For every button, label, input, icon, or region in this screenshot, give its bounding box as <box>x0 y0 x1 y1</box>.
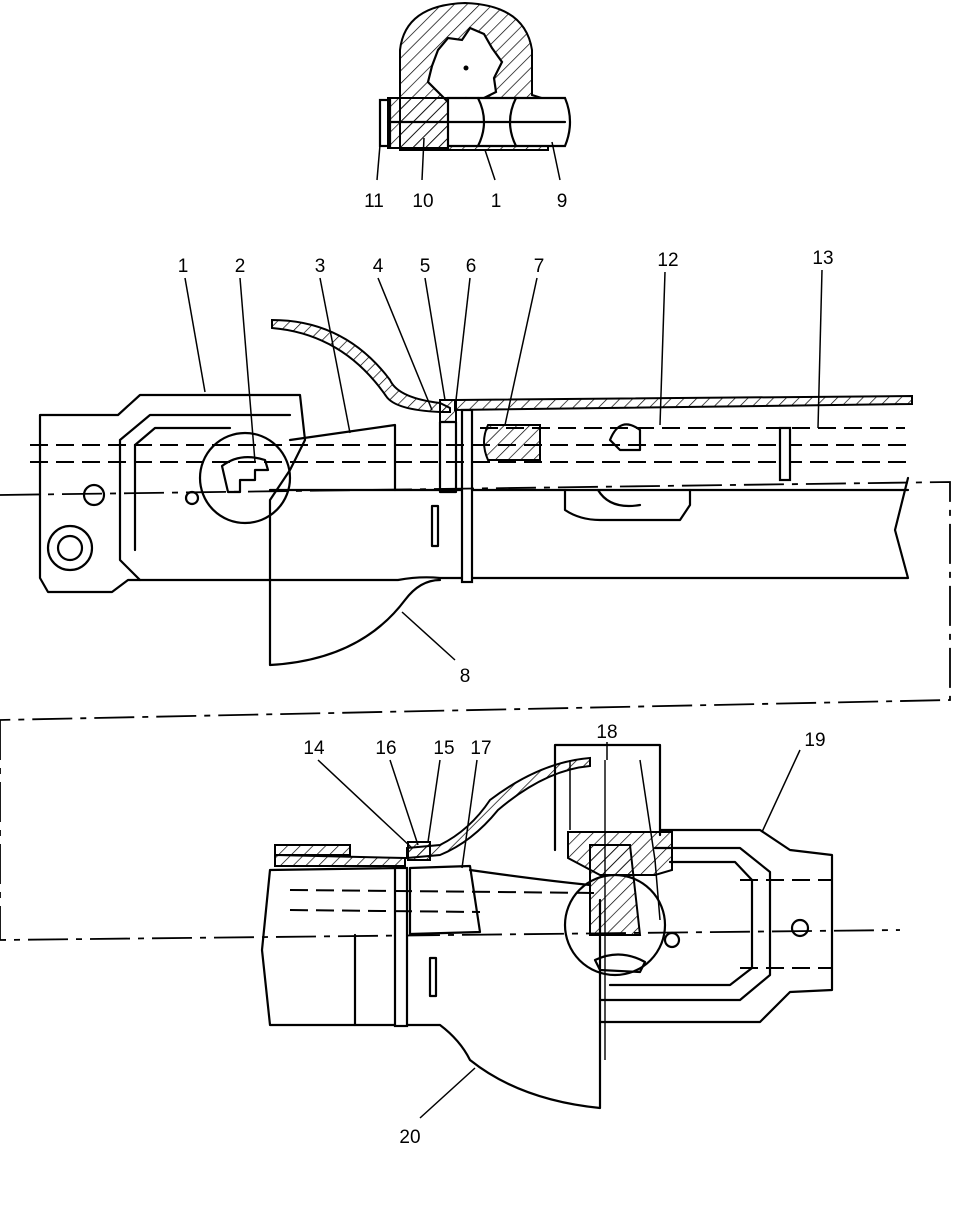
callout-14: 14 <box>303 738 325 759</box>
callout-3: 3 <box>315 256 326 277</box>
yoke-cross-section-view <box>378 1 572 151</box>
callout-20: 20 <box>399 1127 420 1148</box>
callout-labels: 11 10 1 9 1 2 3 4 5 6 7 12 13 8 14 16 15… <box>178 191 834 1148</box>
callout-1: 1 <box>178 256 189 277</box>
callout-6: 6 <box>466 256 477 277</box>
callout-9-top: 9 <box>557 191 568 212</box>
leader-lines <box>184 137 823 1119</box>
callout-1-top: 1 <box>491 191 502 212</box>
callout-18: 18 <box>596 722 617 743</box>
callout-13: 13 <box>812 248 833 269</box>
callout-12: 12 <box>657 250 678 271</box>
upper-assembly-view <box>0 318 951 721</box>
callout-11-top: 11 <box>364 191 384 212</box>
lower-assembly-view <box>0 720 901 1110</box>
callout-15: 15 <box>433 738 454 759</box>
callout-16: 16 <box>375 738 396 759</box>
callout-4: 4 <box>373 256 384 277</box>
callout-7: 7 <box>534 256 545 277</box>
callout-8: 8 <box>460 666 471 687</box>
callout-2: 2 <box>235 256 246 277</box>
callout-17: 17 <box>470 738 491 759</box>
callout-19: 19 <box>804 730 825 751</box>
callout-10-top: 10 <box>412 191 433 212</box>
callout-5: 5 <box>420 256 431 277</box>
